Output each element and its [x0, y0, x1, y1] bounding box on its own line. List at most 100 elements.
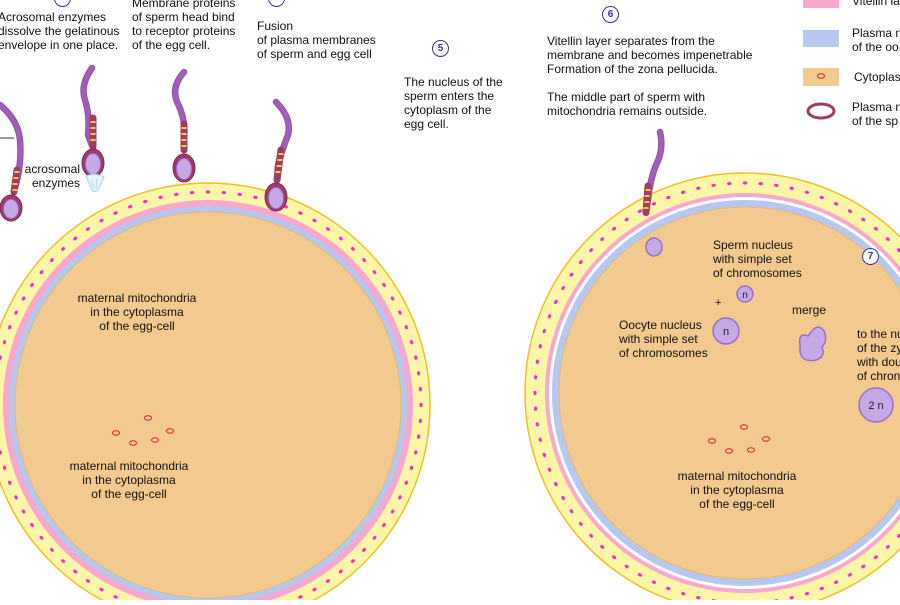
cortical-granule	[221, 190, 227, 195]
cortical-granule	[338, 236, 343, 241]
cortical-granule	[589, 248, 594, 253]
cortical-granule	[847, 209, 853, 213]
cortical-granule	[600, 544, 605, 549]
cortical-granule	[419, 402, 423, 408]
cortical-granule	[14, 495, 18, 500]
cortical-granule	[416, 434, 421, 439]
cortical-granule	[21, 296, 26, 301]
legend-plasma-sperm-icon	[806, 102, 836, 120]
cortical-granule	[847, 573, 853, 577]
cortical-granule	[666, 586, 671, 591]
label-nucleus-enters-cytoplasm: The nucleus of the sperm enters the cyto…	[404, 75, 503, 131]
sperm-4	[264, 98, 292, 212]
cortical-granule	[789, 596, 794, 600]
cortical-granule	[350, 246, 355, 251]
cortical-granule	[372, 535, 377, 540]
right-cytoplasm	[558, 206, 900, 580]
step-6-marker: 6	[602, 6, 619, 23]
left-maternal-mitochondria	[112, 415, 174, 446]
oocyte-nucleus-n: n	[712, 317, 740, 345]
mitochondrion-dot	[275, 171, 281, 173]
cortical-granule	[8, 480, 12, 485]
cortical-granule	[39, 270, 44, 275]
cortical-granule	[804, 592, 810, 596]
legend-swatches	[803, 0, 839, 120]
cortical-granule	[711, 183, 716, 187]
step-7-marker: 7	[862, 248, 879, 265]
cortical-granule	[578, 260, 583, 265]
cortical-granule	[624, 564, 629, 569]
cortical-granule	[873, 555, 878, 560]
cortical-granule	[637, 573, 643, 577]
sperm-3	[171, 68, 196, 183]
cortical-granule	[409, 340, 414, 345]
mitochondrion-dot	[644, 201, 650, 203]
cortical-granule	[742, 181, 748, 185]
cortical-granule	[416, 371, 421, 376]
cortical-granule	[885, 544, 890, 549]
sperm-midpiece	[10, 166, 21, 196]
sperm-remaining-outside	[642, 128, 665, 217]
cortical-granule	[8, 325, 12, 330]
cortical-granule	[758, 181, 763, 186]
cortical-granule	[85, 579, 91, 583]
cortical-granule	[680, 592, 686, 596]
mitochondrion-dot	[181, 145, 187, 147]
cortical-granule	[554, 481, 558, 487]
mitochondrion	[747, 447, 755, 453]
mitochondrion-dot	[644, 195, 650, 197]
cortical-granule	[362, 547, 367, 552]
label-acrosomal-enzymes-dissolve: Acrosomal enzymes dissolve the gelatinou…	[0, 10, 120, 52]
cortical-granule	[362, 258, 367, 263]
cortical-granule	[312, 587, 317, 592]
sperm-nucleus-small	[645, 237, 663, 257]
cortical-granule	[61, 559, 66, 564]
cortical-granule	[804, 190, 810, 194]
cortical-granule	[578, 521, 583, 526]
cortical-granule	[651, 580, 657, 584]
cortical-granule	[113, 595, 118, 599]
cortical-granule	[49, 258, 54, 263]
sperm-1	[0, 101, 24, 222]
legend-mitochondria-icon	[817, 73, 825, 79]
cortical-granule	[2, 465, 7, 470]
cortical-granule	[680, 190, 686, 194]
mitochondrion-dot	[14, 171, 20, 173]
cortical-granule	[338, 569, 343, 574]
cortical-granule	[398, 310, 402, 315]
cortical-granule	[372, 270, 377, 275]
mitochondrion	[144, 415, 152, 421]
cortical-granule	[113, 211, 118, 215]
cortical-granule	[39, 535, 44, 540]
cortical-granule	[99, 587, 104, 592]
mitochondrion-dot	[181, 127, 187, 129]
label-acrosomal-enzymes: acrosomal enzymes	[24, 162, 80, 190]
cortical-granule	[696, 596, 701, 600]
cortical-granule	[390, 509, 395, 514]
mitochondrion	[762, 436, 770, 442]
cortical-granule	[727, 181, 732, 186]
cortical-granule	[569, 272, 574, 277]
cortical-granule	[414, 355, 418, 360]
cortical-granule	[298, 211, 303, 215]
sperm-head-nucleus	[85, 153, 101, 175]
cortical-granule	[409, 465, 414, 470]
cortical-granule	[789, 186, 794, 190]
label-middle-part-outside: The middle part of sperm with mitochondr…	[547, 90, 708, 118]
label-membrane-proteins-bind: Membrane proteins of sperm head bind to …	[132, 0, 236, 52]
cortical-granule	[174, 192, 179, 197]
left-cortical-granules	[0, 190, 423, 599]
cortical-granule	[624, 217, 629, 222]
cortical-granule	[533, 375, 538, 380]
cortical-granule	[21, 509, 26, 514]
mitochondrion-dot	[90, 133, 96, 135]
mitochondrion-dot	[13, 177, 19, 179]
mitochondrion-dot	[12, 189, 18, 191]
legend-plasma-oocyte-label: Plasma n of the oo	[852, 26, 900, 54]
mitochondrion	[708, 438, 716, 444]
cortical-granule	[73, 236, 78, 241]
sperm-head-nucleus	[3, 199, 19, 219]
cortical-granule	[651, 202, 657, 206]
cortical-granule	[189, 190, 195, 195]
cortical-granule	[143, 199, 148, 204]
